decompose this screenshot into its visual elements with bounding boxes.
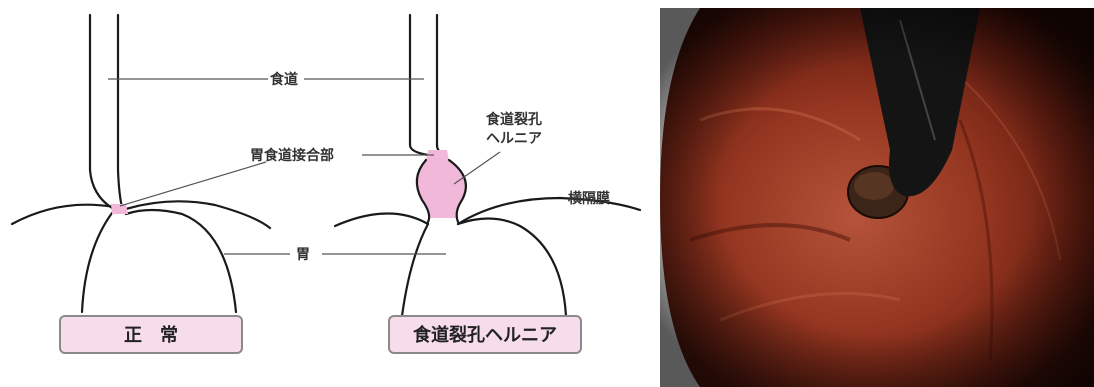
caption-normal-box (59, 315, 243, 354)
endoscopy-photo (660, 8, 1094, 387)
diaphragm-label: 横隔膜 (568, 190, 610, 207)
normal-esophagus-right-wall (116, 13, 124, 209)
hernia-sac-outline-left (415, 158, 431, 224)
caption-normal-text: 正 常 (124, 324, 178, 346)
hernia-label-line2: ヘルニア (486, 131, 542, 147)
normal-diaphragm-left (10, 203, 116, 226)
hernia-diaphragm-left (333, 212, 430, 228)
caption-hernia-text: 食道裂孔ヘルニア (412, 324, 557, 346)
hernia-anatomy-diagram (333, 13, 642, 318)
caption-hernia: 食道裂孔ヘルニア (388, 315, 582, 354)
normal-anatomy-diagram (10, 13, 272, 314)
ge-junction-leader-left (119, 161, 267, 207)
hernia-esophagus-right-wall (435, 13, 447, 157)
esophagus-label: 食道 (270, 71, 298, 88)
stomach-label: 胃 (296, 247, 310, 263)
normal-diaphragm-right (124, 200, 272, 230)
normal-ge-junction-highlight (111, 204, 128, 214)
caption-normal: 正 常 (59, 315, 243, 354)
ge-junction-label: 胃食道接合部 (250, 147, 334, 164)
hernia-ge-junction-highlight (426, 150, 449, 160)
diagram-labels: 食道 胃食道接合部 食道裂孔 ヘルニア 横隔膜 胃 (108, 71, 610, 263)
hernia-stomach-left (400, 222, 430, 318)
photo-vignette (660, 8, 1094, 387)
caption-hernia-box (388, 315, 582, 354)
normal-stomach-right (124, 208, 238, 314)
hernia-leader (453, 151, 501, 185)
hernia-sac (416, 160, 466, 218)
normal-stomach-left (80, 211, 114, 314)
hernia-stomach-right (456, 217, 568, 318)
hernia-diaphragm-right (456, 196, 642, 226)
hernia-esophagus-left-wall (408, 13, 430, 157)
hernia-label-line1: 食道裂孔 (486, 111, 542, 128)
normal-esophagus-left-wall (88, 13, 114, 210)
hernia-sac-outline-right (447, 158, 467, 224)
